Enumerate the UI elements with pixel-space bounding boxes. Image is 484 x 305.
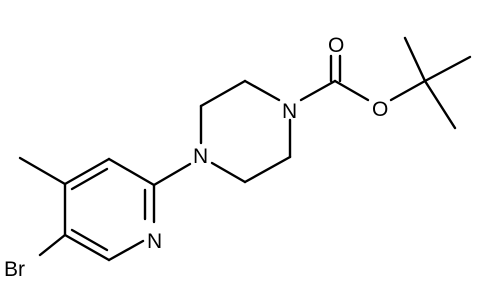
bond-c3-c4-inner bbox=[70, 167, 109, 191]
bond-pip-cc-cd bbox=[243, 155, 292, 184]
atom-label-ester-oxygen: O bbox=[372, 98, 388, 121]
bond-c-o-single bbox=[333, 79, 370, 102]
bond-c6-n1 bbox=[107, 239, 145, 262]
bond-c3-c4 bbox=[63, 157, 111, 186]
bond-c5-br bbox=[38, 233, 67, 257]
bond-c4-methyl bbox=[18, 156, 67, 186]
bond-c5-c6 bbox=[63, 233, 111, 262]
bond-pip-cd-n1 bbox=[210, 161, 247, 184]
bond-tbu-right bbox=[423, 55, 472, 83]
bond-o-tbu bbox=[389, 79, 427, 102]
atom-label-piperazine-nitrogen-left: N bbox=[193, 145, 208, 168]
bond-c2-c3 bbox=[107, 157, 156, 187]
atom-label-carbonyl-oxygen: O bbox=[328, 34, 344, 57]
bond-pip-cb-n4 bbox=[243, 79, 281, 102]
bond-c2-npip bbox=[152, 162, 192, 187]
bond-n4-carbonyl bbox=[299, 79, 337, 102]
bond-tbu-bottom bbox=[423, 79, 457, 130]
atom-label-piperazine-nitrogen-right: N bbox=[282, 100, 297, 123]
bond-c5-c6-inner bbox=[70, 228, 109, 252]
atom-label-bromine: Br bbox=[4, 258, 25, 281]
bond-pip-ca-cb bbox=[199, 79, 247, 108]
atom-label-pyridine-nitrogen: N bbox=[147, 230, 162, 253]
bond-tbu-top bbox=[403, 36, 427, 83]
